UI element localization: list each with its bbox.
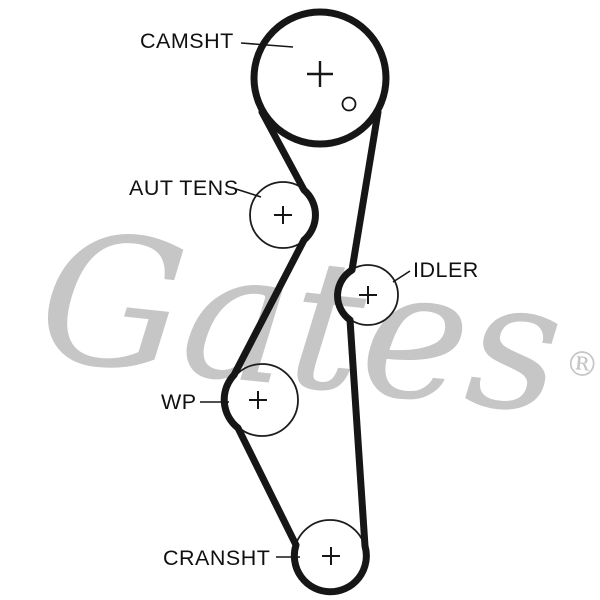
camshaft-pulley xyxy=(250,8,390,148)
timing-belt xyxy=(220,108,382,596)
idler-leader-line xyxy=(392,270,411,283)
crankshaft-label: CRANSHT xyxy=(163,546,270,570)
tensioner-leader-line xyxy=(235,188,262,198)
camshaft-leader-line xyxy=(240,42,294,48)
water-pump-plus-marker xyxy=(249,391,267,409)
camshaft-alignment-hole xyxy=(341,96,357,112)
tensioner-plus-marker xyxy=(274,206,292,224)
idler-label: IDLER xyxy=(413,258,479,282)
tensioner-label: AUT TENS xyxy=(129,176,239,200)
watermark-text: Gates xyxy=(31,193,572,455)
crankshaft-plus-marker xyxy=(322,547,340,565)
idler-plus-marker xyxy=(359,286,377,304)
water-pump-label: WP xyxy=(161,390,197,414)
registered-trademark-icon: ® xyxy=(563,343,600,386)
camshaft-plus-marker xyxy=(307,61,333,87)
gates-watermark: Gates ® xyxy=(31,193,600,455)
camshaft-label: CAMSHT xyxy=(140,29,234,53)
